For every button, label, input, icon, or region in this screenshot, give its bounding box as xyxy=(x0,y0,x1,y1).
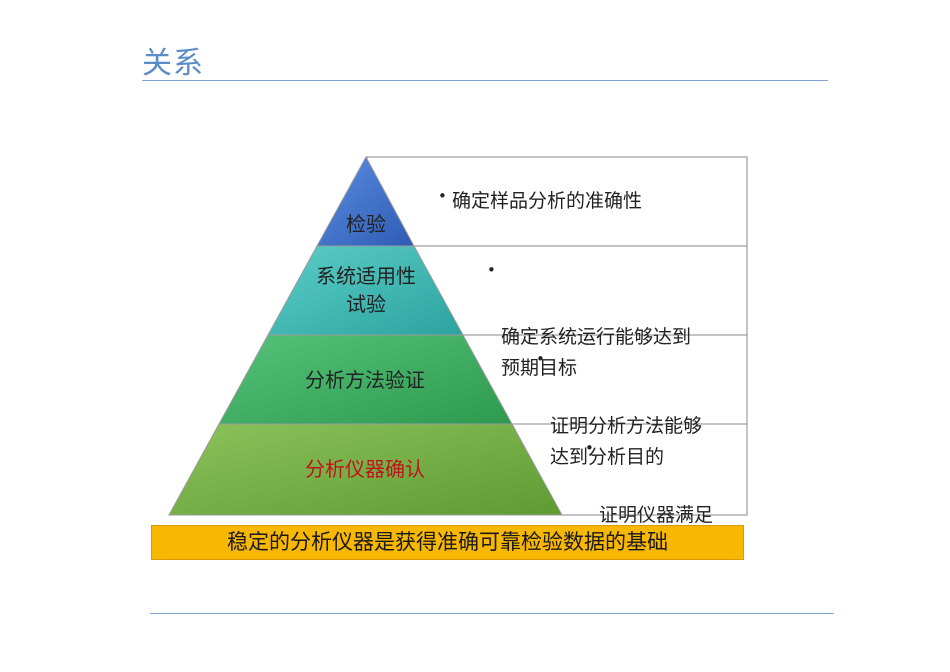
pyramid-label-1: 检验 xyxy=(346,212,386,236)
slide-title: 关系 xyxy=(142,46,204,81)
bottom-rule xyxy=(150,613,834,614)
description-1: • 确定样品分析的准确性 xyxy=(438,186,643,217)
description-box-1 xyxy=(366,156,748,247)
title-underline xyxy=(142,80,828,81)
pyramid-level-4-instrument-qualification xyxy=(168,423,563,516)
description-2-text: 确定系统运行能够达到 预期目标 xyxy=(501,326,692,379)
bullet-icon: • xyxy=(536,350,545,368)
pyramid-label-2: 系统适用性 试验 xyxy=(316,264,416,316)
pyramid-label-3: 分析方法验证 xyxy=(305,368,425,392)
description-3-text: 证明分析方法能够 达到分析目的 xyxy=(550,415,703,468)
bullet-icon: • xyxy=(487,261,496,279)
description-box-2 xyxy=(409,245,748,336)
description-3: • 证明分析方法能够 达到分析目的 xyxy=(536,349,703,473)
description-1-text: 确定样品分析的准确性 xyxy=(452,190,643,212)
footer-banner: 稳定的分析仪器是获得准确可靠检验数据的基础 xyxy=(151,525,744,560)
bullet-icon: • xyxy=(585,439,594,457)
description-box-3 xyxy=(459,334,748,425)
bullet-icon: • xyxy=(438,187,447,205)
description-2: • 确定系统运行能够达到 预期目标 xyxy=(487,260,692,384)
pyramid-label-4: 分析仪器确认 xyxy=(305,457,425,481)
